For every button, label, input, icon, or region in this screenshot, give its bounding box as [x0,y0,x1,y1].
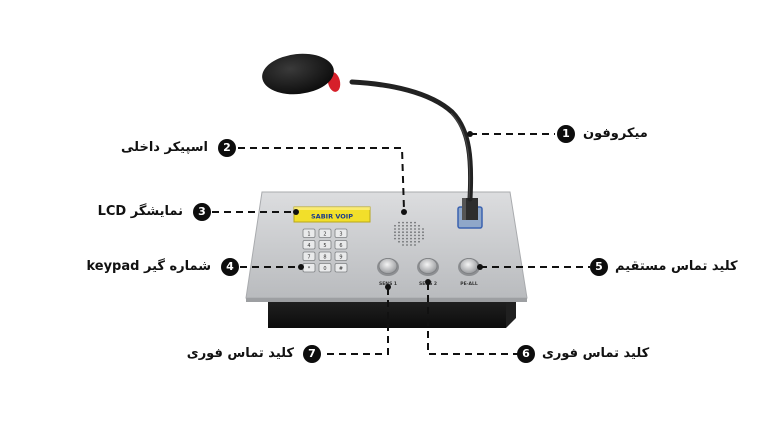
keypad-key-label: 9 [339,255,342,261]
page-all-button[interactable] [458,258,480,276]
keypad-key[interactable]: 7 [302,251,316,261]
function-buttons [377,258,480,276]
keypad-key-label: 5 [323,243,326,249]
callout-3-label: نمایشگر LCD [97,204,183,219]
keypad-key[interactable]: 3 [334,228,348,238]
microphone [262,53,483,229]
callout-6-badge: 6 [517,345,535,363]
keypad-key[interactable]: 1 [302,228,316,238]
leader-line-7 [322,288,389,355]
page-all-caption: PE-ALL [460,281,478,287]
callout-5-label: کلید تماس مستقیم [615,259,738,274]
keypad-key-label: 1 [307,232,310,238]
keypad-key-label: 2 [323,232,326,238]
keypad-key-label: 0 [323,266,326,272]
keypad-key[interactable]: 6 [334,240,348,250]
callout-4-badge: 4 [221,258,239,276]
keypad-key-label: 7 [307,255,310,261]
keypad-key[interactable]: # [334,263,348,273]
callout-1-label: میکروفون [583,126,648,141]
sens1-button[interactable] [377,258,399,276]
keypad-key[interactable]: * [302,263,316,273]
callout-2-label: اسپیکر داخلی [121,140,208,155]
leader-lines [212,133,590,355]
callout-2-badge: 2 [218,139,236,157]
leader-dots [293,131,483,290]
keypad-key-label: * [308,266,311,272]
leader-line-6 [427,283,520,355]
callout-6-label: کلید تماس فوری [542,346,650,361]
keypad-key-label: 4 [307,243,310,249]
keypad-key-label: # [339,266,343,272]
sens2-button[interactable] [417,258,439,276]
keypad-key[interactable]: 0 [318,263,332,273]
callout-7-badge: 7 [303,345,321,363]
leader-line-2 [238,147,405,211]
lcd-display [293,206,371,223]
keypad-key[interactable]: 2 [318,228,332,238]
callout-7-label: کلید تماس فوری [186,346,294,361]
speaker-grille [394,221,424,246]
keypad-key[interactable]: 4 [302,240,316,250]
callout-3-badge: 3 [193,203,211,221]
keypad-key-label: 6 [339,243,342,249]
keypad-key-label: 8 [323,255,326,261]
keypad-key[interactable]: 9 [334,251,348,261]
mic-foam-icon [262,53,334,95]
keypad-key-label: 3 [339,232,342,238]
keypad-key[interactable]: 5 [318,240,332,250]
callout-5-badge: 5 [590,258,608,276]
brand-label: SABIR VOIP [311,213,353,221]
callout-1-badge: 1 [557,125,575,143]
keypad-key[interactable]: 8 [318,251,332,261]
callout-4-label: شماره گیر keypad [86,259,211,274]
keypad: 1 2 3 4 5 6 7 8 9 * 0 # [302,228,348,273]
